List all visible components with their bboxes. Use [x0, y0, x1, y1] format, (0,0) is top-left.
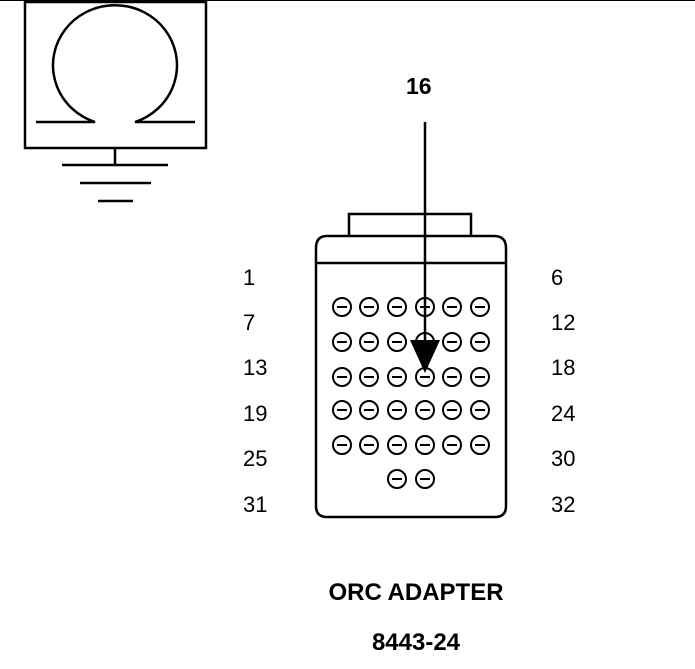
- pin-label-row3-right: 18: [551, 355, 576, 380]
- pin-cavity-28: [415, 435, 435, 455]
- callout-pin-number: 16: [406, 73, 432, 99]
- pin-label-row1-left: 1: [243, 265, 256, 290]
- pin-cavity-23: [442, 400, 462, 420]
- pin-cavity-25: [332, 435, 352, 455]
- pin-cavity-32: [415, 469, 435, 489]
- pin-cavity-6: [470, 297, 490, 317]
- pin-cavity-14: [359, 367, 379, 387]
- adapter-part-number: 8443-24: [371, 629, 461, 656]
- orc-adapter-connector: [314, 234, 508, 519]
- pin-label-row2-left: 7: [243, 310, 256, 335]
- pin-label-row5-left: 25: [243, 446, 268, 471]
- pin-cavity-5: [442, 297, 462, 317]
- pin-cavity-29: [442, 435, 462, 455]
- connector-tab: [347, 212, 473, 236]
- pin-label-row6-right: 32: [551, 492, 576, 517]
- pin-label-row1-right: 6: [551, 265, 564, 290]
- pin-cavity-11: [442, 332, 462, 352]
- pin-label-row4-right: 24: [551, 401, 576, 426]
- ground-icon: [62, 148, 168, 203]
- pin-label-row3-left: 13: [243, 355, 268, 380]
- pin-cavity-13: [332, 367, 352, 387]
- pin-cavity-17: [442, 367, 462, 387]
- ohmmeter-box: [23, 0, 208, 150]
- adapter-name: ORC ADAPTER: [328, 579, 504, 606]
- pin-cavity-31: [387, 469, 407, 489]
- pin-cavity-22: [415, 400, 435, 420]
- pin-label-row4-left: 19: [243, 401, 268, 426]
- omega-icon: [36, 3, 195, 124]
- pin-cavity-21: [387, 400, 407, 420]
- pin-cavity-24: [470, 400, 490, 420]
- pin-label-row2-right: 12: [551, 310, 576, 335]
- pin-label-row6-left: 31: [243, 492, 268, 517]
- pin-cavity-12: [470, 332, 490, 352]
- pin-cavity-2: [359, 297, 379, 317]
- pin-cavity-7: [332, 332, 352, 352]
- top-border-rule: [0, 0, 695, 1]
- callout-arrow: [410, 122, 440, 373]
- pin-cavity-9: [387, 332, 407, 352]
- pin-label-row5-right: 30: [551, 446, 576, 471]
- pin-cavity-3: [387, 297, 407, 317]
- pin-cavity-1: [332, 297, 352, 317]
- pin-cavity-18: [470, 367, 490, 387]
- pin-cavity-8: [359, 332, 379, 352]
- pin-cavity-30: [470, 435, 490, 455]
- connector-pins: [332, 297, 490, 489]
- pin-cavity-26: [359, 435, 379, 455]
- pin-cavity-15: [387, 367, 407, 387]
- pin-cavity-27: [387, 435, 407, 455]
- pin-cavity-20: [359, 400, 379, 420]
- pin-cavity-19: [332, 400, 352, 420]
